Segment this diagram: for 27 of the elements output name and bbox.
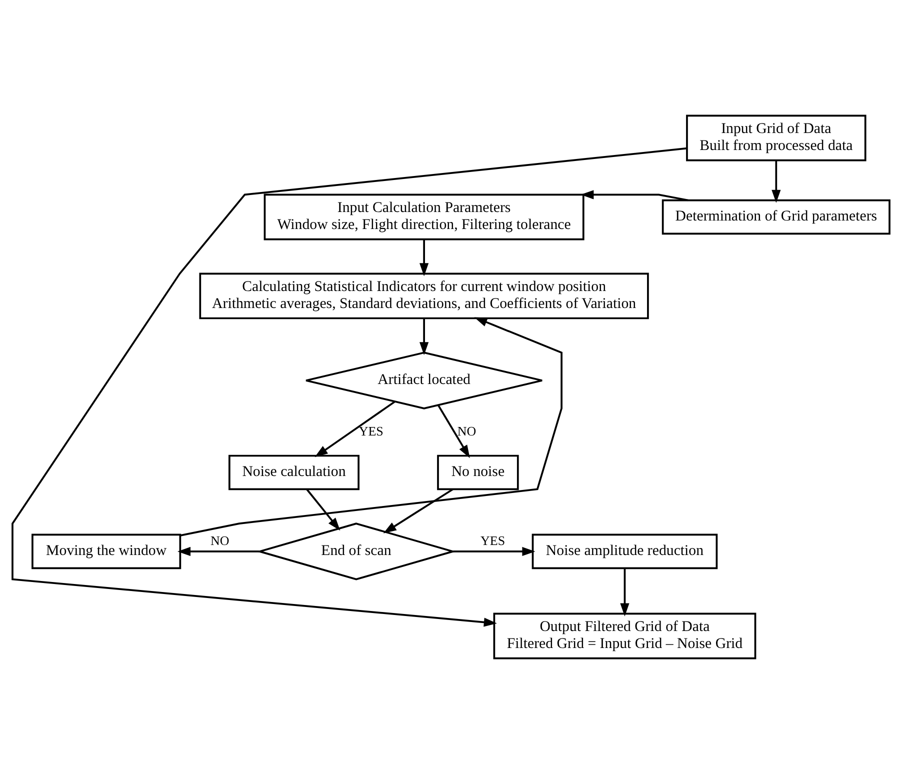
arrow (12, 147, 688, 627)
edge-label: YES (358, 423, 384, 438)
node-box: Calculating Statistical Indicators for current window position Arithmetic averages, Standard deviations, and Coefficients of Variation (199, 272, 649, 320)
node-box: Input Calculation Parameters Window size, Flight direction, Filtering tolerance (264, 194, 584, 240)
arrow (180, 317, 562, 536)
arrow (314, 400, 396, 458)
arrow (420, 318, 429, 356)
node-box: No noise (437, 454, 519, 490)
arrow (772, 160, 781, 203)
arrow (383, 488, 454, 534)
arrow (437, 404, 470, 458)
arrow (420, 239, 429, 276)
arrow (453, 546, 536, 556)
node-box: Noise amplitude reduction (532, 534, 718, 570)
edge-label: NO (457, 423, 476, 438)
node-box: Output Filtered Grid of Data Filtered Grid = Input Grid – Noise Grid (493, 612, 756, 660)
node-box: Noise calculation (228, 454, 360, 490)
arrow (177, 546, 260, 556)
arrow (580, 190, 688, 202)
node-box: Moving the window (32, 534, 182, 570)
arrow (306, 488, 340, 531)
node-box: Determination of Grid parameters (662, 199, 890, 235)
arrow (620, 568, 630, 616)
edge-label: YES (480, 533, 506, 548)
edge-label: NO (210, 533, 230, 548)
node-diamond: Artifact located (305, 352, 543, 410)
node-box: Input Grid of Data Built from processed data (686, 114, 866, 162)
